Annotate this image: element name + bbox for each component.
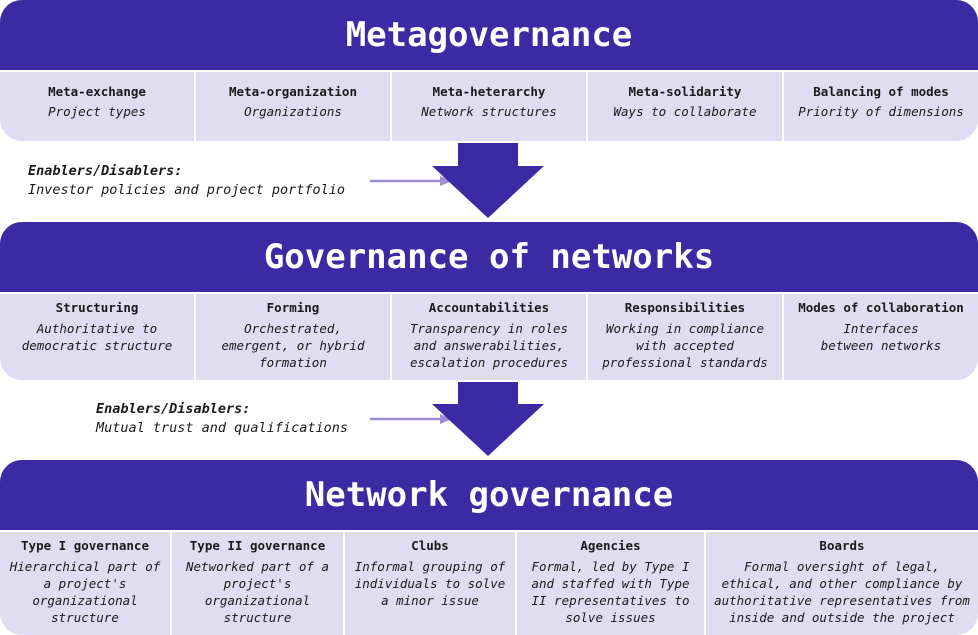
cell-heading: Structuring [55, 300, 139, 315]
cell-description: Hierarchical part of a project's organiz… [9, 559, 161, 625]
level-row: Structuring Authoritative to democratic … [0, 292, 978, 380]
cell-description: Network structures [421, 104, 557, 119]
enablers-label: Enablers/Disablers: [28, 163, 183, 179]
level-cell: Meta-heterarchy Network structures [392, 72, 586, 141]
cell-heading: Balancing of modes [813, 84, 949, 99]
enablers-note: Enablers/Disablers: Investor policies an… [28, 162, 345, 200]
cell-description: Working in compliance with accepted prof… [602, 321, 768, 370]
cell-description: Authoritative to democratic structure [21, 321, 173, 353]
cell-description: Priority of dimensions [798, 104, 964, 119]
level-cell: Balancing of modes Priority of dimension… [784, 72, 978, 141]
cell-description: Networked part of a project's organizati… [186, 559, 329, 625]
cell-description: Interfaces between networks [820, 321, 942, 353]
level-cell: Clubs Informal grouping of individuals t… [345, 532, 515, 635]
enablers-text: Investor policies and project portfolio [28, 182, 345, 198]
level-cell: Modes of collaboration Interfaces betwee… [784, 294, 978, 380]
cell-heading: Modes of collaboration [798, 300, 964, 315]
cell-heading: Clubs [411, 538, 449, 553]
level-cell: Accountabilities Transparency in roles a… [392, 294, 586, 380]
cell-description: Project types [48, 104, 146, 119]
down-arrow-1 [370, 143, 544, 218]
level-title: Metagovernance [0, 0, 978, 70]
level-cell: Meta-solidarity Ways to collaborate [588, 72, 782, 141]
cell-heading: Meta-organization [229, 84, 357, 99]
cell-heading: Agencies [580, 538, 641, 553]
metagovernance-panel: Metagovernance Meta-exchange Project typ… [0, 0, 978, 141]
level-cell: Responsibilities Working in compliance w… [588, 294, 782, 380]
cell-description: Informal grouping of individuals to solv… [354, 559, 506, 608]
cell-heading: Forming [266, 300, 320, 315]
level-title: Network governance [0, 460, 978, 530]
cell-description: Orchestrated, emergent, or hybrid format… [221, 321, 365, 370]
level-row: Meta-exchange Project types Meta-organiz… [0, 70, 978, 141]
enablers-text: Mutual trust and qualifications [96, 420, 348, 436]
connector-arrowhead [440, 414, 452, 424]
level-cell: Structuring Authoritative to democratic … [0, 294, 194, 380]
cell-heading: Type I governance [21, 538, 149, 553]
network-governance-panel: Network governance Type I governance Hie… [0, 460, 978, 635]
cell-description: Formal, led by Type I and staffed with T… [531, 559, 690, 625]
cell-description: Formal oversight of legal, ethical, and … [714, 559, 970, 625]
cell-heading: Meta-heterarchy [432, 84, 546, 99]
cell-heading: Boards [819, 538, 865, 553]
level-cell: Agencies Formal, led by Type I and staff… [517, 532, 704, 635]
level-title: Governance of networks [0, 222, 978, 292]
flow-arrow [432, 382, 544, 456]
cell-heading: Accountabilities [428, 300, 550, 315]
flow-arrow [432, 143, 544, 218]
level-cell: Type I governance Hierarchical part of a… [0, 532, 170, 635]
cell-description: Organizations [244, 104, 342, 119]
enablers-note: Enablers/Disablers: Mutual trust and qua… [96, 400, 348, 438]
connector-arrowhead [440, 176, 452, 186]
level-cell: Meta-organization Organizations [196, 72, 390, 141]
level-cell: Type II governance Networked part of a p… [172, 532, 343, 635]
cell-heading: Responsibilities [624, 300, 746, 315]
cell-heading: Meta-exchange [48, 84, 146, 99]
cell-description: Transparency in roles and answerabilitie… [409, 321, 569, 370]
cell-description: Ways to collaborate [613, 104, 757, 119]
level-cell: Forming Orchestrated, emergent, or hybri… [196, 294, 390, 380]
governance-of-networks-panel: Governance of networks Structuring Autho… [0, 222, 978, 380]
cell-heading: Meta-solidarity [628, 84, 742, 99]
level-cell: Meta-exchange Project types [0, 72, 194, 141]
down-arrow-2 [370, 382, 544, 456]
enablers-label: Enablers/Disablers: [96, 401, 251, 417]
level-cell: Boards Formal oversight of legal, ethica… [706, 532, 978, 635]
cell-heading: Type II governance [189, 538, 326, 553]
level-row: Type I governance Hierarchical part of a… [0, 530, 978, 635]
